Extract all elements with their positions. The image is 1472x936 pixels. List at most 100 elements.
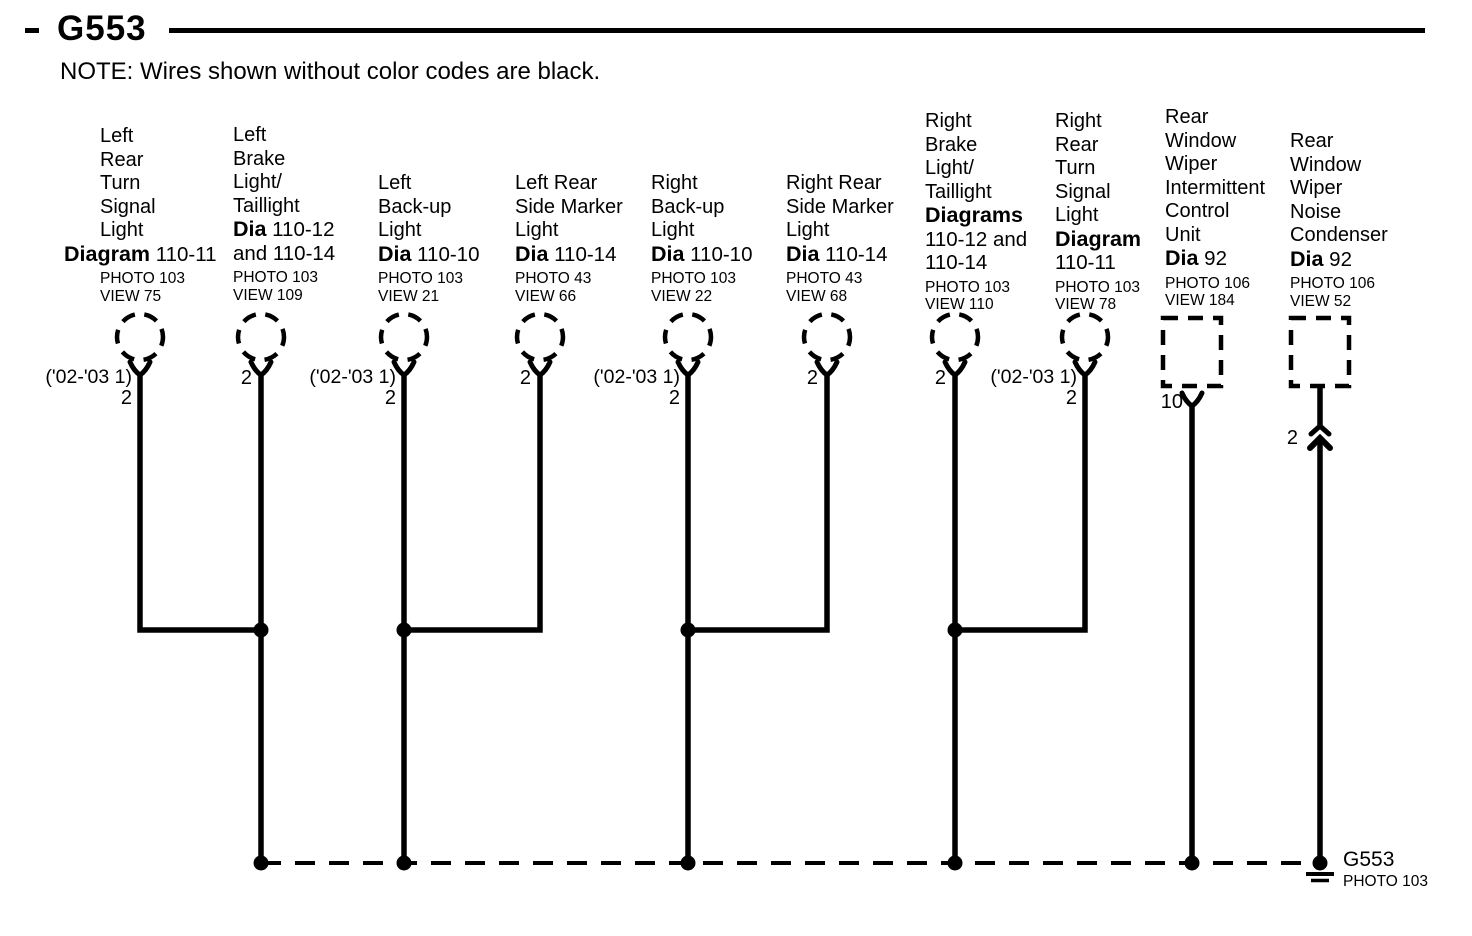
- component-name-line: Left Rear: [515, 172, 598, 194]
- component-connector-circle: [1059, 311, 1111, 363]
- component-name-line: Rear: [100, 148, 144, 171]
- component-connector-circle: [378, 311, 430, 363]
- diagram-ref-number: 110-14: [925, 251, 988, 274]
- component-name-line: Side Marker: [515, 195, 623, 218]
- diagram-ref-word: Diagrams: [925, 203, 1023, 227]
- diagram-ref-line: Dia 92: [1165, 246, 1265, 271]
- component-name-line: Turn: [100, 172, 141, 194]
- component-name-line: Light: [651, 219, 695, 241]
- diagram-ref-number: 92: [1329, 247, 1352, 271]
- wire-annotation-block: ('02-'03 1)2: [206, 367, 396, 409]
- diagram-ref-number: 110-10: [690, 242, 753, 266]
- component-name-line: Control: [1165, 200, 1230, 222]
- ground-id-label: G553: [1343, 848, 1395, 871]
- component-name-line: Wiper: [1290, 177, 1343, 199]
- wire-annotation-block: ('02-'03 1)2: [0, 367, 132, 409]
- year-range-note: ('02-'03 1): [309, 366, 396, 388]
- view-ref: VIEW 109: [233, 286, 303, 304]
- view-ref: VIEW 78: [1055, 296, 1117, 313]
- ground-wire: [955, 373, 1088, 633]
- diagram-ref-line: and 110-14: [233, 242, 335, 266]
- view-ref: VIEW 22: [651, 287, 713, 305]
- diagram-ref-number: 110-12: [272, 218, 335, 241]
- wire-pin-label: 2: [240, 367, 252, 389]
- inline-connector-icon: [1307, 433, 1333, 451]
- component-name-line: Brake: [233, 147, 286, 170]
- photo-ref: PHOTO 103: [925, 278, 1011, 296]
- diagram-ref-line: Dia 110-10: [651, 241, 753, 267]
- component-name-line: Right: [925, 110, 972, 132]
- photo-ref: PHOTO 106: [1290, 275, 1376, 292]
- wire-pin-label: 2: [934, 367, 946, 389]
- ground-wire: [137, 373, 261, 633]
- component-name-line: Unit: [1165, 223, 1201, 246]
- diagram-ref-line: Dia 110-12: [233, 217, 335, 242]
- diagram-ref-word: Dia: [651, 241, 685, 266]
- diagram-ref-word: Dia: [1165, 246, 1199, 270]
- component-name-line: Light/: [233, 171, 282, 193]
- component-connector-circle: [662, 311, 714, 363]
- component-name-line: Side Marker: [786, 195, 894, 218]
- diagram-ref-word: Dia: [515, 241, 549, 266]
- view-ref: VIEW 52: [1290, 292, 1352, 310]
- note-text: NOTE: Wires shown without color codes ar…: [60, 58, 601, 85]
- component-connector-circle: [929, 311, 981, 363]
- wire-pin-label: 2: [384, 387, 396, 409]
- component-name-line: Light: [378, 219, 422, 241]
- wire-pin-label: 2: [1065, 387, 1077, 409]
- component-name-line: Light: [1055, 204, 1099, 226]
- diagram-ref-line: 110-14: [925, 251, 1027, 275]
- view-ref: VIEW 66: [515, 287, 577, 305]
- view-ref: VIEW 75: [100, 287, 162, 305]
- diagram-ref-line: Dia 110-14: [515, 241, 623, 267]
- diagram-ref-number: 110-12 and: [925, 227, 1028, 251]
- view-ref: VIEW 184: [1165, 292, 1235, 309]
- view-ref: VIEW 68: [786, 287, 848, 305]
- wire-pin-label: 2: [806, 367, 818, 389]
- photo-ref: PHOTO 106: [1165, 274, 1251, 292]
- wire-pin-label: 10: [1160, 391, 1183, 413]
- ground-label-block: G553 PHOTO 103: [1343, 848, 1428, 891]
- ground-wire: [688, 373, 830, 633]
- photo-ref: PHOTO 43: [515, 270, 592, 287]
- wire-pin-label: 2: [120, 387, 132, 409]
- component-name-line: Right Rear: [786, 172, 882, 194]
- component-connector-circle: [114, 311, 166, 363]
- diagram-ref-line: 110-12 and: [925, 228, 1027, 252]
- component-name-line: Turn: [1055, 157, 1096, 179]
- diagram-ref-number: and 110-14: [233, 241, 336, 265]
- diagram-ref-line: Dia 92: [1290, 247, 1388, 272]
- component-name-line: Light: [515, 219, 559, 241]
- component-connector-circle: [514, 311, 566, 363]
- inline-connector-icon: [1308, 422, 1332, 437]
- view-ref: VIEW 110: [925, 296, 994, 313]
- photo-ref: PHOTO 103: [1055, 278, 1141, 296]
- title-left-dash: [25, 28, 39, 33]
- diagram-ref-line: Dia 110-10: [378, 242, 479, 267]
- component-name-line: Light/: [925, 157, 974, 179]
- diagram-ref-number: 110-11: [155, 242, 217, 266]
- component-name-line: Noise: [1290, 200, 1342, 223]
- diagram-ref-line: Dia 110-14: [786, 241, 894, 267]
- photo-ref: PHOTO 103: [651, 270, 737, 287]
- component-name-line: Taillight: [925, 180, 992, 203]
- wire-pin-label: 2: [519, 367, 531, 389]
- diagram-ref-line: 110-11: [1055, 251, 1141, 275]
- diagram-ref-word: Dia: [786, 241, 820, 266]
- component-name-line: Back-up: [378, 195, 452, 218]
- component-name-line: Signal: [100, 195, 156, 218]
- component-name-line: Condenser: [1290, 224, 1388, 246]
- diagram-ref-number: 110-14: [825, 242, 888, 266]
- diagram-ref-word: Diagram: [64, 241, 151, 266]
- year-range-note: ('02-'03 1): [593, 366, 680, 388]
- component-name-line: Intermittent: [1165, 176, 1266, 199]
- component-name-line: Window: [1165, 129, 1237, 152]
